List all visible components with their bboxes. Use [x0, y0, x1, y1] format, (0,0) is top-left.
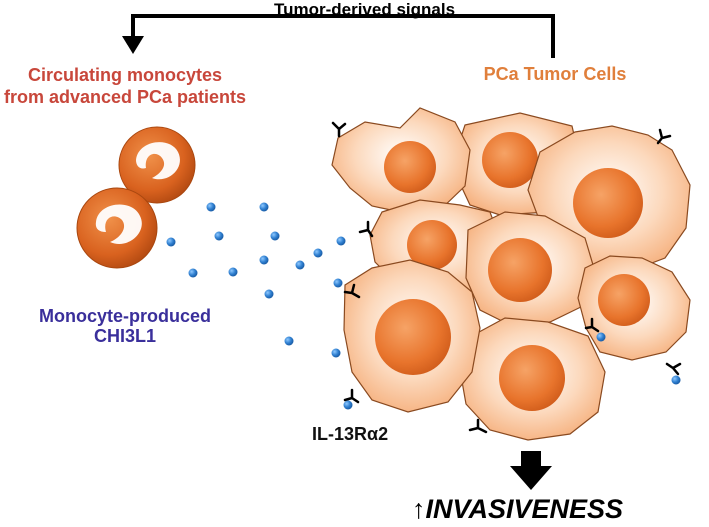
chi3l1-molecule: [206, 202, 216, 212]
chi3l1-molecule: [596, 332, 606, 342]
up-arrow-icon: ↑: [412, 494, 426, 524]
monocytes-label-line1: Circulating monocytes: [27, 65, 223, 85]
chi3l1-molecule: [671, 375, 681, 385]
tumor-cells-label: PCa Tumor Cells: [483, 64, 627, 84]
chi3l1-molecule: [214, 231, 224, 241]
chi3l1-label: Monocyte-produced CHI3L1: [0, 306, 250, 346]
chi3l1-molecules: [166, 202, 681, 410]
chi3l1-molecule: [270, 231, 280, 241]
monocytes-label-line2: from advanced PCa patients: [3, 87, 247, 107]
tumor-cell: [343, 259, 481, 413]
chi3l1-molecule: [284, 336, 294, 346]
receptor-icon: [331, 121, 682, 434]
chi3l1-molecule: [228, 267, 238, 277]
receptor-label: IL-13Rα2: [312, 424, 389, 444]
tumor-cell: [459, 317, 606, 441]
invasiveness-text: INVASIVENESS: [425, 494, 624, 524]
chi3l1-label-line1: Monocyte-produced: [38, 306, 211, 326]
chi3l1-molecule: [336, 236, 346, 246]
tumor-signals-label: Tumor-derived signals: [0, 0, 709, 20]
tumor-cell: [465, 211, 597, 327]
chi3l1-molecule: [264, 289, 274, 299]
chi3l1-molecule: [259, 255, 269, 265]
chi3l1-molecule: [295, 260, 305, 270]
monocytes-label: Circulating monocytes from advanced PCa …: [0, 64, 250, 108]
chi3l1-molecule: [343, 400, 353, 410]
chi3l1-molecule: [313, 248, 323, 258]
tumor-signal-arrow: [122, 14, 555, 58]
invasiveness-label: ↑INVASIVENESS: [412, 494, 623, 525]
tumor-signals-text: Tumor-derived signals: [273, 0, 456, 19]
tumor-cell: [577, 255, 691, 361]
chi3l1-molecule: [166, 237, 176, 247]
monocyte-cell: [76, 187, 158, 269]
chi3l1-molecule: [333, 278, 343, 288]
tumor-cell: [331, 107, 471, 214]
monocyte-cell: [118, 126, 196, 204]
chi3l1-label-line2: CHI3L1: [93, 326, 156, 346]
chi3l1-molecule: [188, 268, 198, 278]
chi3l1-molecule: [331, 348, 341, 358]
chi3l1-molecule: [259, 202, 269, 212]
invasiveness-arrow: [510, 451, 552, 490]
